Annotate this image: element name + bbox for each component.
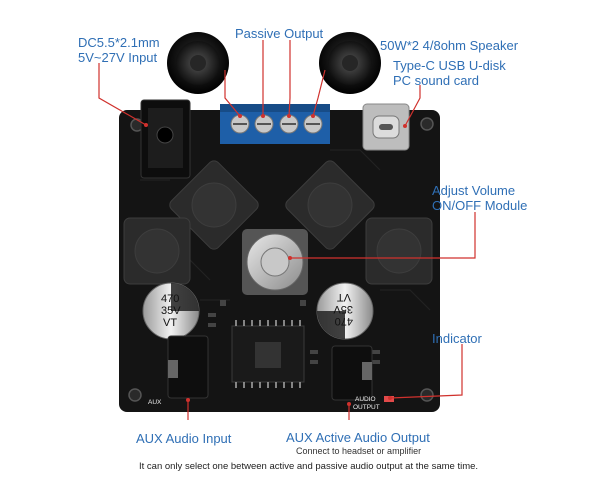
usb-c-port [362, 103, 410, 151]
usb-line-2: PC sound card [393, 73, 479, 88]
aux-silk-text: AUX [148, 399, 162, 406]
aux-output-jack [331, 345, 373, 401]
passive-output-label: Passive Output [235, 26, 324, 41]
cap-left-text-2: 35V [161, 305, 181, 317]
aux-output-label: AUX Active Audio Output [286, 430, 430, 445]
volume-line-2: ON/OFF Module [432, 198, 528, 213]
dc-input-line-1: DC5.5*2.1mm [78, 35, 160, 50]
speaker-terminal-block [220, 104, 330, 144]
dc-jack [140, 99, 191, 179]
aux-output-sublabel: Connect to headset or amplifier [296, 446, 422, 456]
cap-left-text-3: VT [163, 317, 177, 329]
dc-input-line-2: 5V~27V Input [78, 50, 158, 65]
cap-right-text-3: VT [337, 291, 351, 303]
aux-input-label: AUX Audio Input [136, 431, 232, 446]
speaker-label: 50W*2 4/8ohm Speaker [380, 38, 519, 53]
capacitor-right [316, 282, 374, 340]
cap-right-text-1: 470 [335, 315, 353, 327]
audio-output-silk-2: OUTPUT [353, 404, 380, 411]
volume-line-1: Adjust Volume [432, 183, 516, 198]
aux-input-jack [167, 335, 209, 399]
callout-lines [98, 40, 476, 420]
usb-label: Type-C USB U-disk PC sound card [393, 58, 506, 88]
capacitor-left [142, 282, 200, 340]
right-speaker-icon [319, 32, 381, 94]
dc-input-label: DC5.5*2.1mm 5V~27V Input [78, 35, 160, 65]
inductors [123, 160, 433, 285]
smd-components [208, 300, 380, 364]
cap-left-text-1: 470 [161, 293, 179, 305]
indicator-label: Indicator [432, 331, 482, 346]
left-speaker-icon [167, 32, 229, 94]
cap-right-text-2: 35V [333, 303, 353, 315]
usb-line-1: Type-C USB U-disk [393, 58, 506, 73]
amplifier-ic [231, 320, 305, 388]
footer-note: It can only select one between active an… [139, 461, 479, 472]
audio-output-silk-1: AUDIO [355, 396, 376, 403]
volume-label: Adjust Volume ON/OFF Module [432, 183, 527, 213]
volume-knob [242, 229, 308, 295]
callout-dots [144, 114, 407, 406]
